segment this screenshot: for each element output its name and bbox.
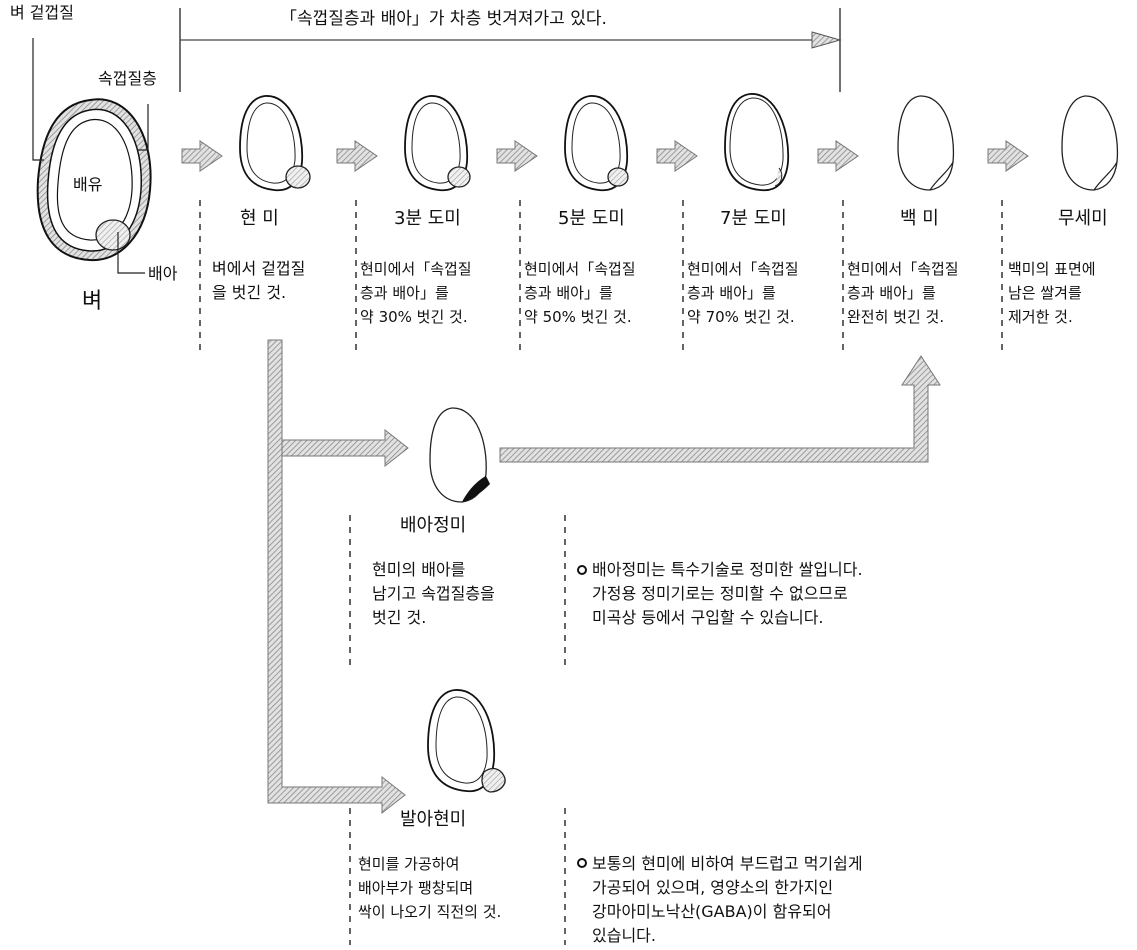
grain-50-percent <box>564 95 629 192</box>
stage-labels: 현 미 벼에서 겉껍질 을 벗긴 것. 3분 도미 현미에서「속껍질 층과 배아… <box>212 208 1108 326</box>
germ-rice-grain <box>429 407 490 503</box>
stage-name: 5분 도미 <box>558 208 625 229</box>
grain-30-percent <box>404 95 471 192</box>
inner-layer-label: 속껍질층 <box>98 69 157 88</box>
stage-desc-line: 백미의 표면에 <box>1008 260 1096 278</box>
germinated-rice-grain <box>427 689 506 793</box>
stage-desc-line: 현미에서「속껍질 <box>360 260 472 278</box>
arrow-2 <box>336 140 378 172</box>
arrow-6 <box>987 140 1029 172</box>
husk-label: 벼 겉껍질 <box>10 3 74 22</box>
branch-desc-line: 벗긴 것. <box>372 608 426 627</box>
stage-arrows <box>181 140 1029 172</box>
grain-washfree-rice <box>1061 95 1119 191</box>
arrow-4 <box>656 140 698 172</box>
stage-name: 무세미 <box>1058 208 1108 229</box>
stage-desc-line: 약 70% 벗긴 것. <box>687 308 795 326</box>
branch-note-line: 보통의 현미에 비하여 부드럽고 먹기쉽게 <box>592 854 863 873</box>
progress-banner: 「속껍질층과 배아」가 차층 벗겨져가고 있다. <box>179 8 842 92</box>
branch-desc-line: 현미의 배아를 <box>372 560 465 579</box>
stage-name: 7분 도미 <box>720 208 787 229</box>
germ-shape <box>95 219 131 251</box>
stage-desc-line: 층과 배아」를 <box>524 284 613 302</box>
grain-70-percent <box>724 93 790 192</box>
stage-desc-line: 완전히 벗긴 것. <box>847 308 944 326</box>
branch-note-line: 배아정미는 특수기술로 정미한 쌀입니다. <box>592 560 863 579</box>
stage-desc-line: 층과 배아」를 <box>847 284 936 302</box>
stage-separators <box>199 200 1003 945</box>
trunk-arrow <box>267 339 406 815</box>
endosperm-shape <box>56 118 133 241</box>
stage-name: 현 미 <box>240 208 279 229</box>
stage-grains <box>239 93 1119 192</box>
long-arrow-to-white-rice <box>499 355 941 463</box>
banner-text: 「속껍질층과 배아」가 차층 벗겨져가고 있다. <box>280 9 607 29</box>
branch-desc-line: 싹이 나오기 직전의 것. <box>358 903 501 921</box>
stage-desc-line: 벼에서 겉껍질 <box>212 259 305 278</box>
stage-desc-line: 을 벗긴 것. <box>212 283 286 302</box>
branch-name: 배아정미 <box>400 515 466 536</box>
rough-rice-grain: 벼 겉껍질 속껍질층 배유 배아 벼 <box>10 3 178 314</box>
endosperm-label: 배유 <box>73 175 102 194</box>
branch-note-line: 있습니다. <box>592 926 656 945</box>
stage-desc-line: 층과 배아」를 <box>360 284 449 302</box>
branch-arrow-germ-rice <box>281 428 409 468</box>
arrow-5 <box>817 140 859 172</box>
note-bullet <box>577 858 587 868</box>
stage-desc-line: 제거한 것. <box>1008 308 1073 326</box>
germ-rice-text: 배아정미 현미의 배아를 남기고 속껍질층을 벗긴 것. 배아정미는 특수기술로… <box>372 515 863 627</box>
branch-desc-line: 현미를 가공하여 <box>358 855 459 873</box>
rough-rice-name: 벼 <box>82 289 102 314</box>
germinated-rice-text: 발아현미 현미를 가공하여 배아부가 팽창되며 싹이 나오기 직전의 것. 보통… <box>358 809 863 945</box>
stage-desc-line: 현미에서「속껍질 <box>687 260 799 278</box>
stage-desc-line: 남은 쌀겨를 <box>1008 284 1082 302</box>
stage-desc-line: 현미에서「속껍질 <box>847 260 959 278</box>
note-bullet <box>577 565 587 575</box>
branch-desc-line: 배아부가 팽창되며 <box>358 879 473 897</box>
stage-name: 백 미 <box>900 208 939 229</box>
grain-white-rice <box>897 95 955 191</box>
branch-desc-line: 남기고 속껍질층을 <box>372 584 495 603</box>
arrow-1 <box>181 140 223 172</box>
branch-name: 발아현미 <box>400 809 466 830</box>
germ-label: 배아 <box>148 264 178 283</box>
branch-note-line: 가공되어 있으며, 영양소의 한가지인 <box>592 878 833 897</box>
grain-brown-rice <box>239 95 311 192</box>
branch-note-line: 미곡상 등에서 구입할 수 있습니다. <box>592 608 824 627</box>
branch-note-line: 강마아미노낙산(GABA)이 함유되어 <box>592 902 831 921</box>
stage-desc-line: 층과 배아」를 <box>687 284 776 302</box>
stage-desc-line: 현미에서「속껍질 <box>524 260 636 278</box>
arrow-3 <box>496 140 538 172</box>
branch-arrows <box>267 339 941 815</box>
stage-desc-line: 약 50% 벗긴 것. <box>524 308 632 326</box>
branch-note-line: 가정용 정미기로는 정미할 수 없으므로 <box>592 584 848 603</box>
banner-arrowhead <box>811 31 842 49</box>
stage-name: 3분 도미 <box>394 208 461 229</box>
stage-desc-line: 약 30% 벗긴 것. <box>360 308 468 326</box>
